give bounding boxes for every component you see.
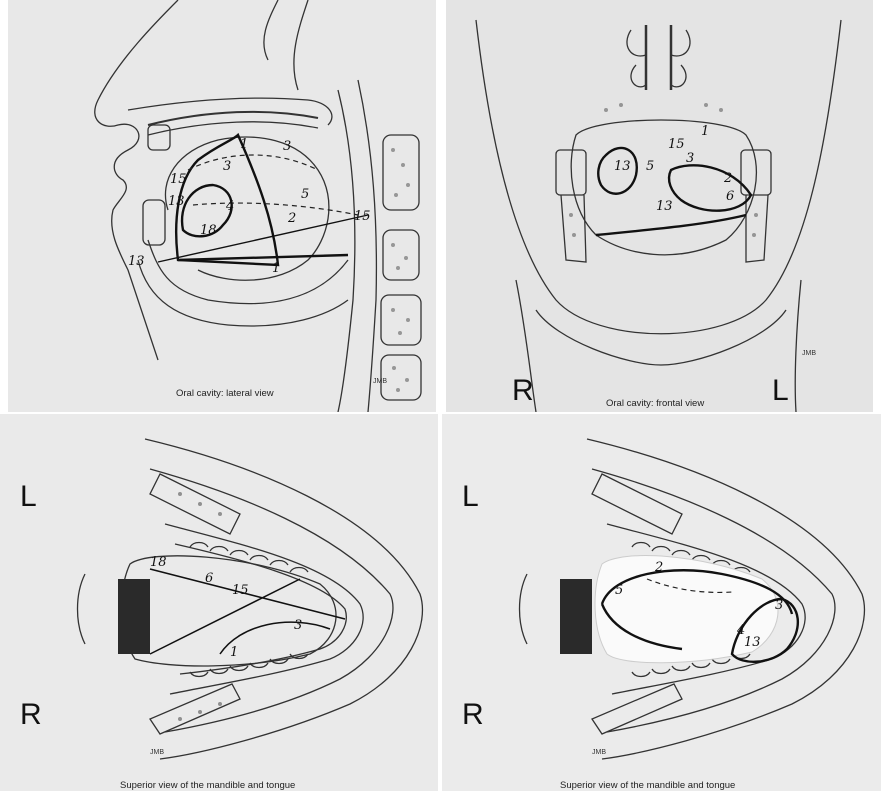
label-sa-6: 6 — [205, 571, 213, 586]
frontal-side-left: L — [772, 374, 789, 408]
superior-b-side-left: L — [462, 480, 479, 514]
lateral-view-caption: Oral cavity: lateral view — [176, 388, 274, 399]
label-sa-3: 3 — [294, 618, 302, 633]
label-f-13a: 13 — [614, 159, 631, 174]
label-sb-13: 13 — [744, 635, 761, 650]
label-region-13a: 13 — [168, 194, 185, 209]
label-sb-3: 3 — [775, 598, 783, 613]
label-f-15: 15 — [668, 137, 685, 152]
frontal-view-signature: JMB — [802, 350, 816, 357]
label-f-5: 5 — [646, 159, 654, 174]
label-region-2: 2 — [287, 211, 296, 226]
label-f-13b: 13 — [656, 199, 673, 214]
label-sa-1: 1 — [230, 645, 238, 660]
label-region-15a: 15 — [170, 172, 187, 187]
label-region-4: 4 — [225, 199, 234, 214]
frontal-side-right: R — [512, 374, 534, 408]
lateral-view-drawing: 1 3 3 15 13 4 18 5 2 15 13 1 — [8, 0, 436, 412]
superior-view-a-drawing: 6 15 3 1 18 — [0, 414, 438, 791]
label-region-5: 5 — [301, 187, 309, 202]
superior-view-a-panel: 6 15 3 1 18 L R Superior view of the man… — [0, 414, 438, 791]
superior-view-b-drawing: 2 5 4 3 13 — [442, 414, 881, 791]
superior-b-caption: Superior view of the mandible and tongue — [560, 780, 735, 791]
label-f-6: 6 — [726, 189, 734, 204]
superior-a-side-left: L — [20, 480, 37, 514]
frontal-view-panel: 15 13 5 2 6 1 3 13 R L Oral cavity: fron… — [446, 0, 873, 412]
frontal-view-caption: Oral cavity: frontal view — [606, 398, 704, 409]
superior-view-b-panel: 2 5 4 3 13 L R Superior view of the mand… — [442, 414, 881, 791]
superior-a-side-right: R — [20, 698, 42, 732]
label-sb-2: 2 — [654, 560, 663, 575]
label-region-1: 1 — [240, 137, 248, 152]
label-region-3b: 3 — [283, 139, 291, 154]
label-sa-18: 18 — [150, 555, 167, 570]
lateral-view-signature: JMB — [373, 378, 387, 385]
label-sa-15: 15 — [232, 583, 249, 598]
label-region-3a: 3 — [223, 159, 231, 174]
superior-b-signature: JMB — [592, 749, 606, 756]
label-region-18: 18 — [200, 223, 217, 238]
label-f-1: 1 — [701, 124, 709, 139]
lateral-view-panel: 1 3 3 15 13 4 18 5 2 15 13 1 Oral cavity… — [8, 0, 436, 412]
label-region-13b: 13 — [128, 254, 145, 269]
label-sb-5: 5 — [615, 583, 623, 598]
superior-b-side-right: R — [462, 698, 484, 732]
superior-a-signature: JMB — [150, 749, 164, 756]
label-region-15b: 15 — [354, 209, 371, 224]
superior-a-caption: Superior view of the mandible and tongue — [120, 780, 295, 791]
label-f-3: 3 — [686, 151, 694, 166]
label-f-2: 2 — [723, 171, 732, 186]
label-region-1b: 1 — [272, 261, 280, 276]
